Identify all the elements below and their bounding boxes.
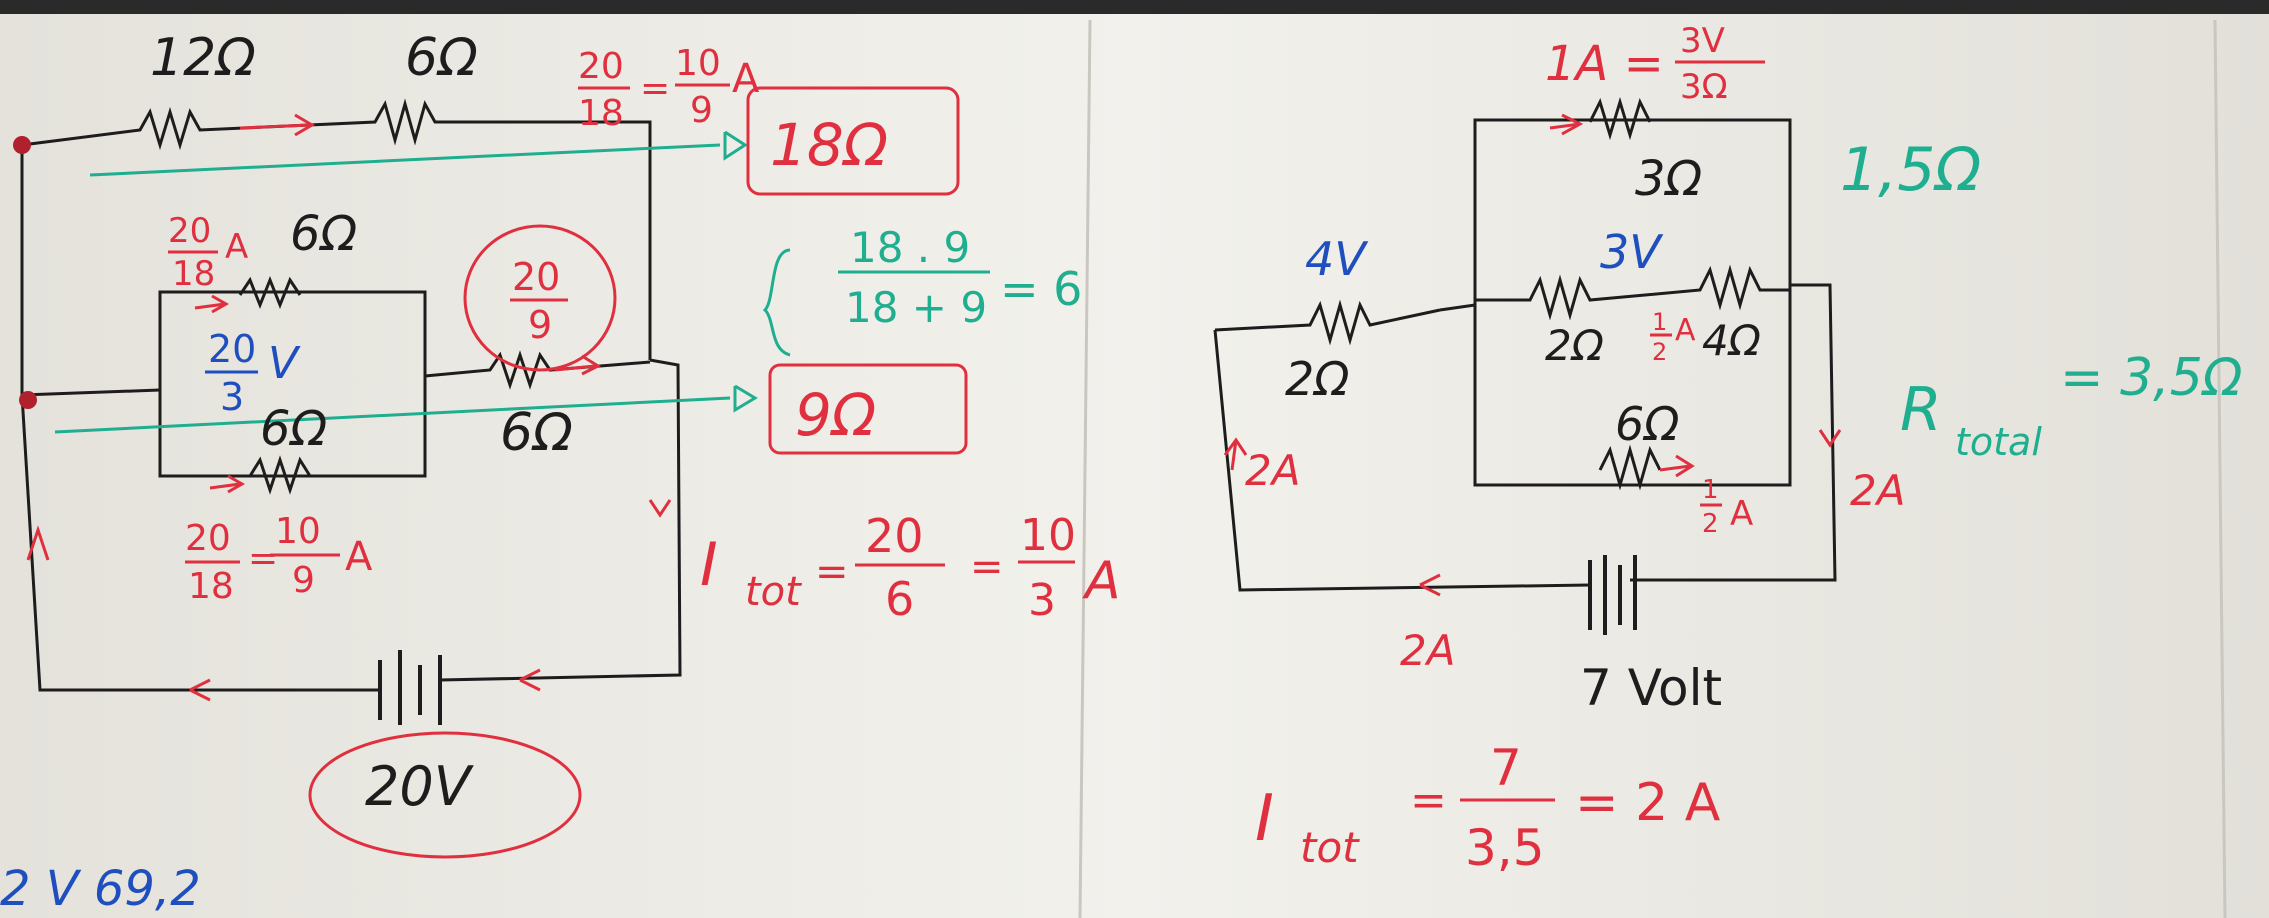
itot-left-numerator: 20	[865, 509, 924, 563]
itot-left-unit: A	[1082, 551, 1121, 611]
circled-fraction	[463, 224, 617, 372]
itot-left-equals-2: =	[970, 544, 1004, 590]
box-9-ohm	[768, 363, 968, 455]
itot-right-numerator: 7	[1490, 739, 1522, 797]
voltage-numerator: 20	[208, 327, 256, 371]
top-current-result-denominator: 9	[690, 90, 713, 131]
lower-current-numerator: 20	[185, 518, 231, 559]
left-fraction-bars	[168, 83, 1075, 567]
r-2-ohm-mid-label: 2Ω	[1545, 321, 1604, 370]
left-current-arrows	[26, 113, 672, 702]
circled-denominator: 9	[528, 303, 552, 347]
source-20v-label: 20V	[365, 755, 475, 818]
circled-numerator: 20	[512, 255, 560, 299]
box-9-ohm-text: 9Ω	[795, 381, 876, 449]
top-current-unit: A	[732, 56, 760, 102]
r-6-ohm-series-label: 6Ω	[500, 403, 573, 463]
itot-left-result-denominator: 3	[1028, 575, 1056, 626]
r-total-label: R	[1900, 375, 1942, 445]
branch-upper-current-unit: A	[225, 227, 248, 267]
top-branch-current: 1A =	[1545, 36, 1664, 92]
top-branch-frac-denominator: 3Ω	[1680, 67, 1728, 107]
board-seam	[1078, 19, 1092, 918]
current-bottom-2a: 2A	[1400, 626, 1455, 675]
itot-right-subscript: tot	[1300, 823, 1360, 872]
itot-left-result-numerator: 10	[1020, 510, 1076, 561]
r-6-ohm-lower-label: 6Ω	[260, 401, 328, 457]
lower-current-result-denominator: 9	[292, 560, 315, 601]
equiv-1-5-ohm: 1,5Ω	[1840, 135, 1981, 205]
branch-upper-current-denominator: 18	[172, 254, 215, 294]
current-left-2a: 2A	[1245, 446, 1300, 495]
branch-upper-current-numerator: 20	[168, 211, 211, 251]
bottom-left-scribble: 2 V 69,2	[0, 861, 201, 917]
voltage-unit: V	[268, 338, 301, 389]
itot-right-result: = 2 A	[1575, 773, 1721, 833]
left-red-boxes	[308, 86, 968, 859]
top-branch-frac-numerator: 3V	[1680, 21, 1725, 61]
voltage-denominator: 3	[220, 375, 244, 419]
parallel-calc-numerator: 18 . 9	[850, 223, 970, 272]
box-18-ohm-text: 18Ω	[770, 111, 888, 179]
mid-half-numerator: 1	[1652, 308, 1667, 336]
voltage-3v-label: 3V	[1600, 225, 1664, 279]
itot-right-denominator: 3,5	[1465, 819, 1545, 877]
r-6-ohm-upper-label: 6Ω	[290, 206, 358, 262]
left-green-arrows	[54, 130, 791, 434]
current-right-2a: 2A	[1850, 466, 1905, 515]
r-4-ohm-label: 4Ω	[1702, 316, 1761, 365]
itot-right-equals: =	[1410, 775, 1447, 826]
r-6-ohm-bottom-label: 6Ω	[1615, 397, 1679, 451]
r-total-subscript: total	[1955, 420, 2042, 464]
right-fraction-bars	[1460, 60, 1765, 802]
left-node-mid	[19, 391, 37, 409]
lower-current-denominator: 18	[188, 566, 234, 607]
top-current-equals: =	[640, 68, 670, 109]
lower-current-equals: =	[248, 538, 278, 579]
mid-half-unit: A	[1675, 313, 1696, 348]
lower-current-unit: A	[345, 534, 373, 580]
bottom-half-numerator: 1	[1702, 475, 1719, 505]
top-current-result-numerator: 10	[675, 43, 721, 84]
bottom-half-unit: A	[1730, 494, 1753, 534]
parallel-calc-result: = 6	[1000, 262, 1082, 316]
itot-left-denominator: 6	[885, 572, 914, 626]
top-current-denominator: 18	[578, 93, 624, 134]
lower-current-result-numerator: 10	[275, 511, 321, 552]
parallel-calc-denominator: 18 + 9	[845, 283, 987, 332]
circled-source	[308, 731, 582, 859]
mid-half-denominator: 2	[1652, 338, 1667, 366]
box-18-ohm	[746, 86, 960, 196]
right-circuit	[1213, 96, 1837, 635]
left-circuit	[20, 98, 682, 725]
voltage-4v-label: 4V	[1305, 232, 1369, 286]
source-7-volt-label: 7 Volt	[1580, 659, 1722, 717]
r-2-ohm-left-label: 2Ω	[1285, 352, 1349, 406]
right-current-arrows	[1223, 113, 1842, 597]
itot-left-equals: =	[815, 549, 849, 595]
r-3-ohm-label: 3Ω	[1635, 151, 1703, 207]
itot-right-label: I	[1255, 782, 1274, 856]
bottom-half-denominator: 2	[1702, 509, 1719, 539]
r-12-ohm-label: 12Ω	[150, 28, 256, 88]
itot-left-subscript: tot	[745, 569, 802, 615]
board-seam-right	[2213, 19, 2227, 918]
itot-left-label: I	[700, 530, 718, 600]
left-node-top	[13, 136, 31, 154]
r-6-ohm-top-label: 6Ω	[405, 28, 478, 88]
top-current-numerator: 20	[578, 46, 624, 87]
r-total-value: = 3,5Ω	[2060, 348, 2243, 408]
board-top-edge	[0, 0, 2269, 14]
